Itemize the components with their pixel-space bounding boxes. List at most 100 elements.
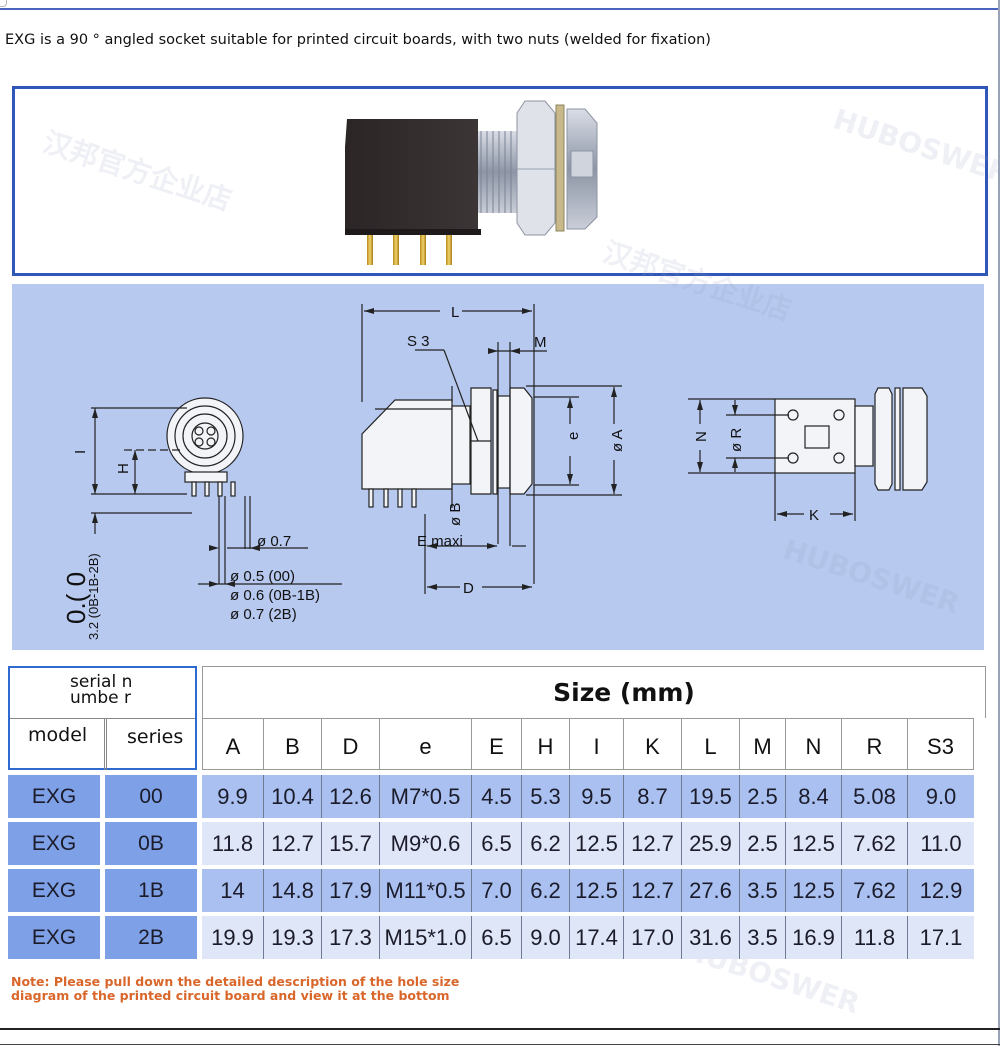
dimension-cell: M15*1.0	[380, 916, 472, 959]
column-header: A	[202, 718, 264, 770]
dimension-cell: 19.9	[202, 916, 264, 959]
dimension-cell: 11.0	[920, 830, 962, 856]
dimension-cell: 11.8	[842, 916, 908, 959]
dim-label-H: H	[115, 463, 132, 474]
note-text: Note: Please pull down the detailed desc…	[11, 974, 460, 1003]
column-header: B	[264, 718, 322, 770]
dimension-cell: 9.9	[202, 775, 264, 818]
right-edge-divider	[998, 0, 1000, 1046]
header-divider	[104, 718, 107, 770]
top-corner-mark	[0, 0, 7, 7]
dimension-cell: 2.5	[740, 822, 786, 865]
dimension-cell: 25.9	[682, 822, 740, 865]
pin-diameter-label: ø 0.7	[257, 533, 291, 550]
dimension-cell: 6.2	[522, 869, 570, 912]
series-cell: 1B	[105, 869, 197, 912]
dimension-drawing: L S 3 M e ø A ø B E maxi D I H 3.2 (0B-1…	[61, 304, 928, 640]
dimension-cell: 12.7	[624, 822, 682, 865]
dim-label-D: D	[463, 580, 474, 597]
dimension-cell: 11.8	[202, 822, 264, 865]
dimension-cell: 12.7	[624, 869, 682, 912]
column-header: H	[522, 718, 570, 770]
dim-label-S3: S 3	[407, 333, 430, 350]
column-header: E	[472, 718, 522, 770]
dimension-cell: 7.62	[842, 869, 908, 912]
pin-diameter-variant: ø 0.5 (00)	[230, 568, 295, 585]
dimension-cell: 17.4	[570, 916, 624, 959]
pin-diameter-variant: ø 0.6 (0B-1B)	[230, 587, 320, 604]
dim-label-I: I	[72, 450, 89, 454]
dimension-cell: 16.9	[786, 916, 842, 959]
dimension-cell: 3.5	[740, 916, 786, 959]
product-photo	[345, 100, 598, 265]
dim-label-K: K	[809, 507, 819, 524]
dimension-cell: 12.6	[322, 775, 380, 818]
dimension-cell: 12.5	[786, 822, 842, 865]
dimension-cell: 5.3	[522, 775, 570, 818]
dimension-cell: 19.5	[682, 775, 740, 818]
dim-label-E-maxi: E maxi	[417, 533, 463, 550]
series-cell: 00	[105, 775, 197, 818]
dimension-cell: 27.6	[682, 869, 740, 912]
dimension-cell: 5.08	[842, 775, 908, 818]
bottom-divider	[0, 1028, 1000, 1030]
intro-text: EXG is a 90 ° angled socket suitable for…	[5, 32, 711, 48]
bottom-view	[688, 387, 928, 521]
dimension-cell: 15.7	[322, 822, 380, 865]
dimension-cell: 6.5	[472, 822, 522, 865]
pin-diameter-variant: ø 0.7 (2B)	[230, 606, 297, 623]
dimension-cell: 10.4	[264, 775, 322, 818]
dimension-cell: 17.3	[322, 916, 380, 959]
top-divider	[0, 8, 1000, 10]
product-photo-frame	[12, 86, 988, 276]
series-cell: 2B	[105, 916, 197, 959]
dimension-cell: 7.0	[472, 869, 522, 912]
table-header-serial: serial numbe r model series	[8, 666, 197, 770]
dimension-cell: 4.5	[472, 775, 522, 818]
model-header: model	[28, 724, 88, 746]
column-header: D	[322, 718, 380, 770]
column-header: M	[740, 718, 786, 770]
column-header: S3	[908, 718, 974, 770]
dimension-cell: 17.9	[322, 869, 380, 912]
model-cell: EXG	[8, 822, 100, 865]
front-view	[91, 397, 342, 585]
dimension-cell: 31.6	[682, 916, 740, 959]
series-header: series	[127, 726, 184, 748]
dim-label-N: N	[693, 431, 710, 442]
side-view	[361, 304, 622, 594]
column-header: K	[624, 718, 682, 770]
dimension-cell: M7*0.5	[380, 775, 472, 818]
dimension-cell: 8.4	[786, 775, 842, 818]
model-cell: EXG	[8, 869, 100, 912]
dimension-cell: 17.1	[919, 924, 963, 950]
dim-label-A: ø A	[609, 429, 626, 452]
dimension-cell: 8.7	[624, 775, 682, 818]
dimension-cell: 6.5	[472, 916, 522, 959]
size-title: Size (mm)	[202, 666, 986, 718]
bottom-divider	[0, 1044, 1000, 1045]
dimension-cell: 9.5	[570, 775, 624, 818]
column-header: e	[380, 718, 472, 770]
dimension-cell: 9.0	[522, 916, 570, 959]
technical-drawing: L S 3 M e ø A ø B E maxi D I H 3.2 (0B-1…	[12, 284, 984, 650]
dim-label-M: M	[534, 334, 547, 351]
header-divider	[10, 718, 195, 719]
dimension-cell: 14.8	[264, 869, 322, 912]
dimension-cell: 12.5	[570, 822, 624, 865]
dimension-cell: 2.5	[740, 775, 786, 818]
dimension-cell: 12.7	[264, 822, 322, 865]
column-header: N	[786, 718, 842, 770]
dimension-cell: 7.62	[842, 822, 908, 865]
column-header: I	[570, 718, 624, 770]
dimension-cell: 14	[202, 869, 264, 912]
connector-photo	[345, 100, 598, 265]
dimension-cell: 12.5	[570, 869, 624, 912]
